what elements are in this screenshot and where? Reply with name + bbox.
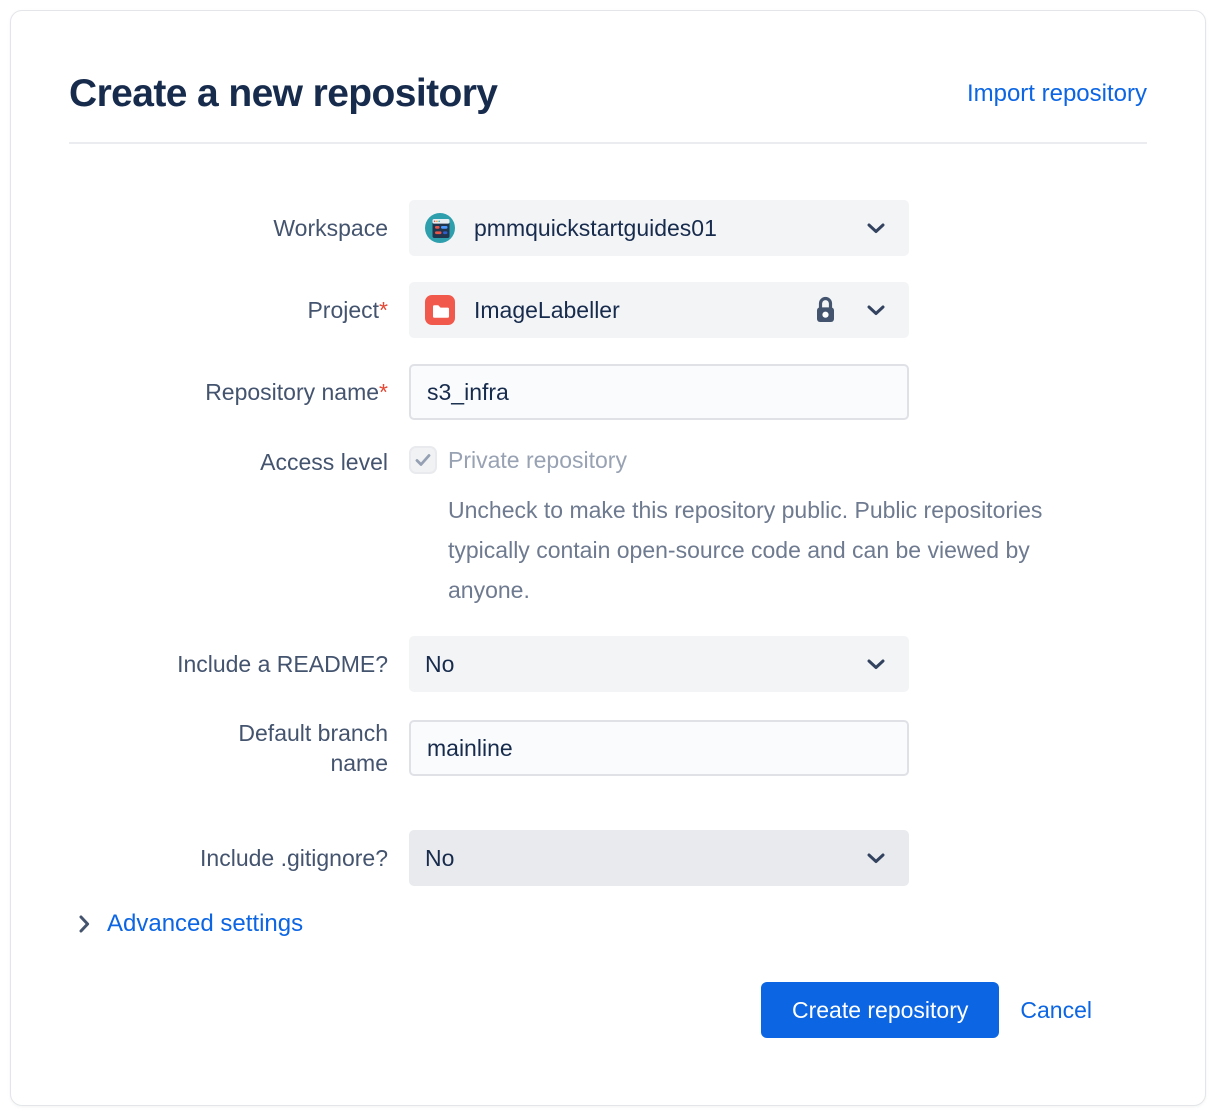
workspace-row: Workspace bbox=[79, 200, 1205, 256]
chevron-down-icon bbox=[867, 853, 885, 864]
create-repository-dialog: Create a new repository Import repositor… bbox=[10, 10, 1206, 1106]
chevron-down-icon bbox=[867, 659, 885, 670]
access-level-row: Access level Private repository Uncheck … bbox=[79, 446, 1205, 610]
access-level-label: Access level bbox=[260, 449, 388, 475]
private-repository-label: Private repository bbox=[448, 446, 627, 473]
header-divider bbox=[69, 142, 1147, 144]
default-branch-row: Default branch name bbox=[79, 718, 1205, 778]
workspace-label: Workspace bbox=[273, 215, 388, 241]
chevron-down-icon bbox=[867, 223, 885, 234]
repository-name-label: Repository name bbox=[205, 379, 380, 405]
gitignore-row: Include .gitignore? No bbox=[79, 830, 1205, 886]
required-asterisk: * bbox=[379, 297, 388, 323]
create-repository-form: Workspace bbox=[11, 200, 1205, 1038]
gitignore-label: Include .gitignore? bbox=[200, 845, 388, 871]
create-repository-button[interactable]: Create repository bbox=[760, 982, 1000, 1038]
repository-name-row: Repository name* bbox=[79, 364, 1205, 420]
gitignore-value: No bbox=[425, 844, 455, 871]
checkmark-icon bbox=[415, 454, 431, 466]
chevron-down-icon bbox=[867, 305, 885, 316]
chevron-right-icon bbox=[79, 915, 90, 933]
project-value: ImageLabeller bbox=[474, 296, 620, 323]
cancel-button[interactable]: Cancel bbox=[1020, 996, 1092, 1023]
lock-icon bbox=[812, 295, 839, 325]
dialog-actions: Create repository Cancel bbox=[11, 982, 1205, 1038]
page-title: Create a new repository bbox=[69, 72, 498, 115]
workspace-select[interactable]: pmmquickstartguides01 bbox=[409, 200, 909, 256]
project-row: Project* ImageLabeller bbox=[79, 282, 1205, 338]
project-label: Project bbox=[307, 297, 380, 323]
required-asterisk: * bbox=[379, 379, 388, 405]
readme-row: Include a README? No bbox=[79, 636, 1205, 692]
advanced-settings-label: Advanced settings bbox=[107, 910, 304, 937]
gitignore-select[interactable]: No bbox=[409, 830, 909, 886]
default-branch-label: Default branch name bbox=[238, 720, 388, 776]
default-branch-input[interactable] bbox=[409, 720, 909, 776]
readme-select[interactable]: No bbox=[409, 636, 909, 692]
private-repository-checkbox bbox=[409, 446, 437, 474]
readme-value: No bbox=[425, 650, 455, 677]
workspace-avatar-icon bbox=[425, 213, 455, 243]
project-select[interactable]: ImageLabeller bbox=[409, 282, 909, 338]
workspace-value: pmmquickstartguides01 bbox=[474, 214, 717, 241]
import-repository-link[interactable]: Import repository bbox=[966, 80, 1147, 107]
project-folder-icon bbox=[425, 295, 455, 325]
advanced-settings-toggle[interactable]: Advanced settings bbox=[79, 910, 303, 938]
readme-label: Include a README? bbox=[177, 651, 388, 677]
repository-name-input[interactable] bbox=[409, 364, 909, 420]
dialog-header: Create a new repository Import repositor… bbox=[11, 11, 1205, 117]
access-level-helper-text: Uncheck to make this repository public. … bbox=[448, 497, 1043, 603]
